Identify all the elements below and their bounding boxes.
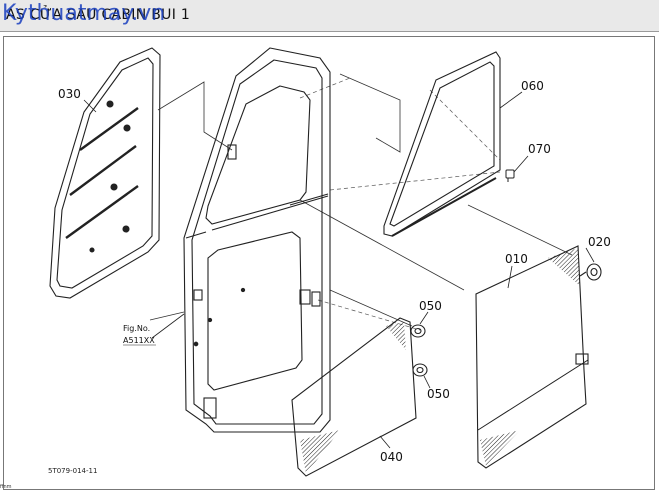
- label-050-lower: 050: [427, 387, 450, 401]
- figure-ref-label: Fig.No.: [123, 324, 150, 333]
- corner-note: ffnm: [0, 484, 12, 490]
- drawing-code: 5T079-014-11: [48, 467, 98, 475]
- title-bar: AS CỬA SAU CABIN BUI 1 Kythuatmay.vn: [0, 0, 659, 32]
- label-060: 060: [521, 79, 544, 93]
- part-020-knob: [579, 263, 602, 281]
- part-030-window-frame: [49, 47, 161, 299]
- label-070: 070: [528, 142, 551, 156]
- label-010: 010: [505, 252, 528, 266]
- part-050-bushing-upper: [410, 324, 426, 338]
- part-070-clip: [505, 169, 515, 182]
- leader-lines: [149, 73, 573, 327]
- part-010-lower-glass: [475, 245, 589, 469]
- label-050-upper: 050: [419, 299, 442, 313]
- label-040: 040: [380, 450, 403, 464]
- watermark-logo: Kythuatmay.vn: [2, 1, 166, 26]
- part-060-upper-glass: [383, 51, 501, 237]
- label-030: 030: [58, 87, 81, 101]
- figure-ref-number: A511XX: [123, 336, 155, 345]
- page-title: AS CỬA SAU CABIN BUI 1: [6, 7, 191, 23]
- drawing-frame: [3, 36, 655, 490]
- label-leaders: [83, 91, 595, 449]
- dashed-guides: [299, 77, 501, 331]
- label-020: 020: [588, 235, 611, 249]
- door-frame-assembly: [183, 47, 331, 433]
- part-050-bushing-lower: [412, 363, 428, 377]
- part-040-bottom-panel: [291, 317, 417, 477]
